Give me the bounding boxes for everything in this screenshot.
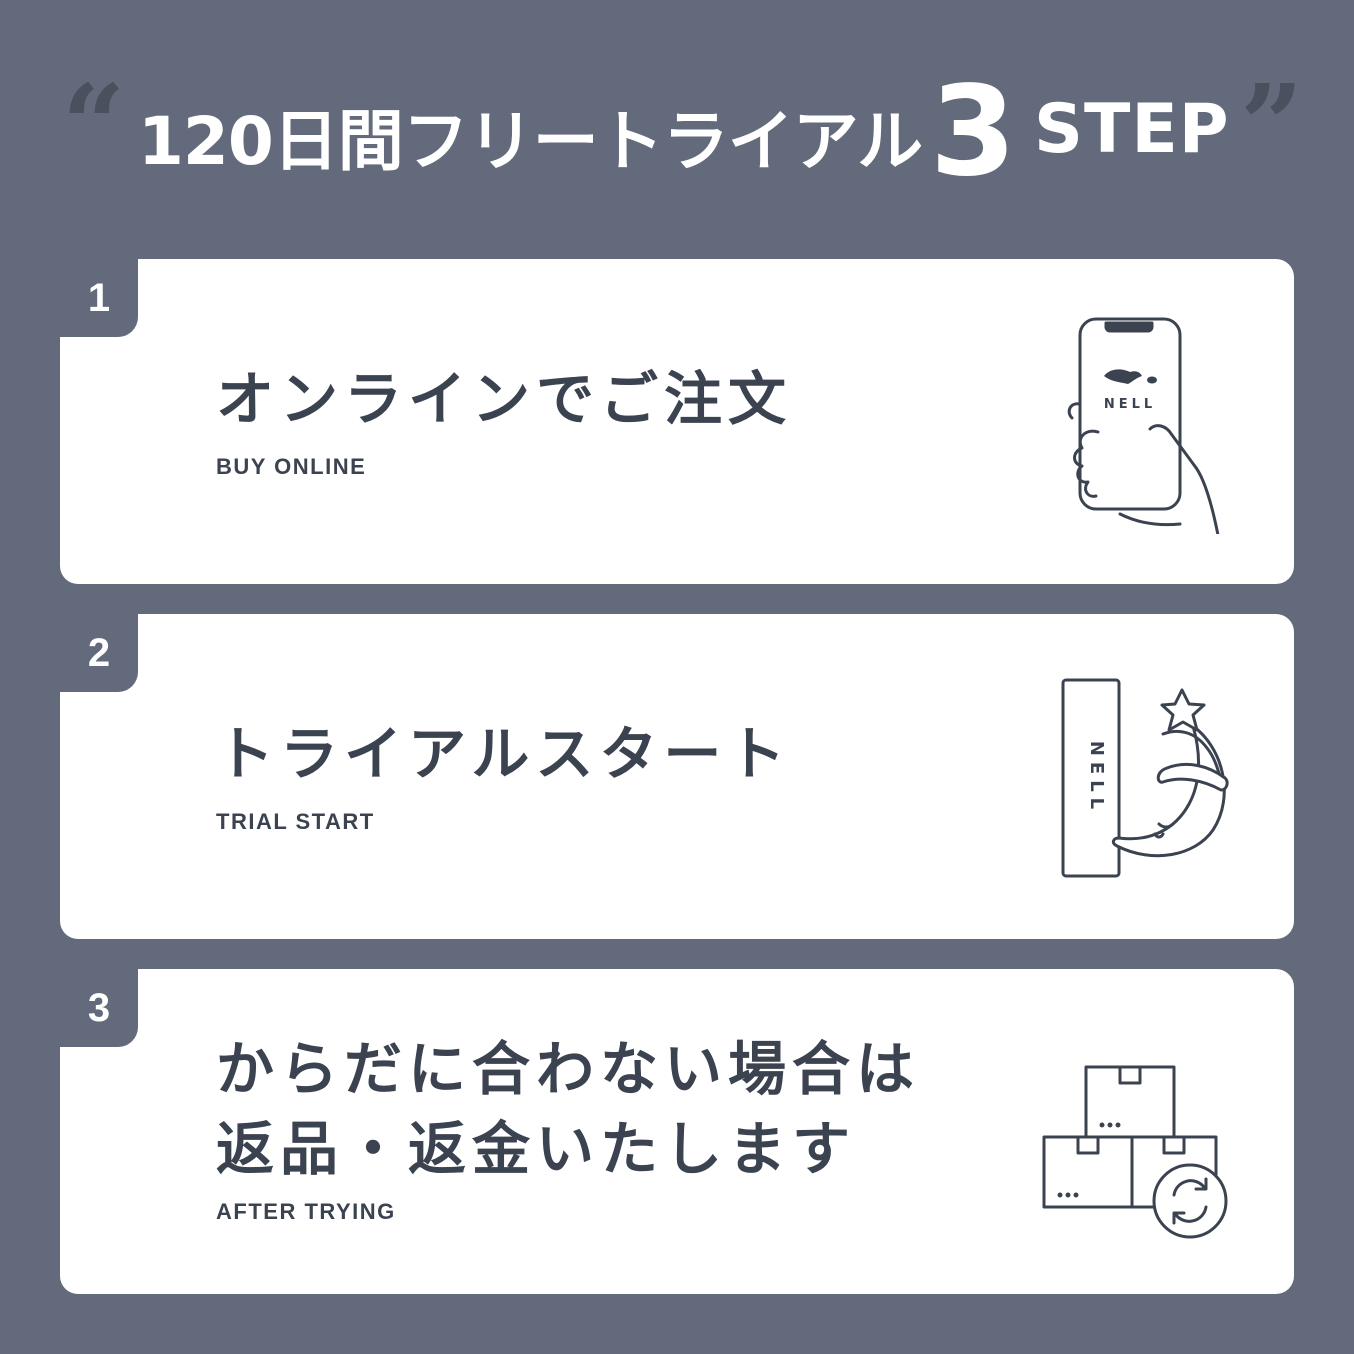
logo-text: NELL [1086,741,1107,815]
step-subtitle: AFTER TRYING [216,1199,396,1224]
mattress-moon-icon: NELL [1061,678,1229,878]
close-quote: ” [1240,60,1304,189]
card-notch [58,967,138,1047]
card-notch [58,257,138,337]
step-label: STEP [1034,90,1230,169]
step-card-3: 3 からだに合わない場合は 返品・返金いたします AFTER TRYING [58,967,1294,1294]
step-title-line-2: 返品・返金いたします [216,1115,857,1183]
header: “ 120日間フリートライアル 3 STEP ” [0,0,1354,230]
step-number: 1 [87,275,111,320]
step-number: 2 [87,630,111,675]
phone-hand-icon: NELL [1067,317,1220,534]
step-card-1: 1 オンラインでご注文 BUY ONLINE NELL [58,257,1294,584]
step-number: 3 [87,985,111,1030]
card-background [60,259,1294,584]
step-count: 3 [930,60,1017,204]
step-subtitle: TRIAL START [216,809,375,834]
boxes-return-icon [1042,1065,1228,1239]
step-subtitle: BUY ONLINE [216,454,367,479]
page-title: 120日間フリートライアル [138,103,923,180]
step-title: オンラインでご注文 [216,365,793,433]
card-background [60,969,1294,1294]
card-background [60,614,1294,939]
step-title: トライアルスタート [216,720,792,788]
step-title: からだに合わない場合は 返品・返金いたします [216,1029,920,1189]
logo-text: NELL [1104,397,1156,412]
card-notch [58,612,138,692]
open-quote: “ [62,60,126,189]
step-card-2: 2 トライアルスタート TRIAL START NELL [58,612,1294,939]
step-title-line-1: からだに合わない場合は [216,1035,921,1103]
